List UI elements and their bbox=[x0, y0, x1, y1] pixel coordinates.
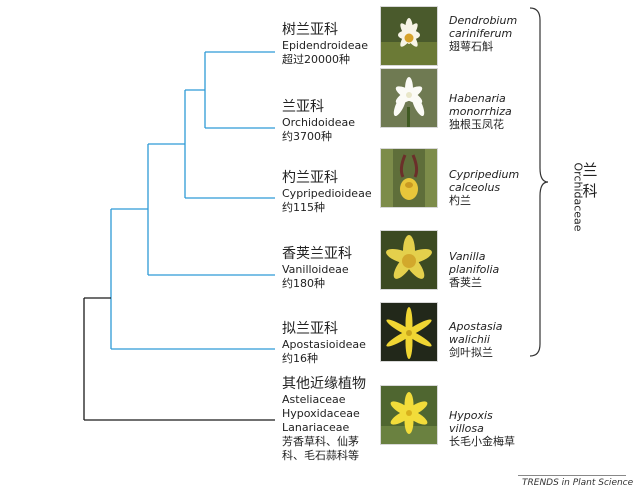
outgroup-label: 其他近缘植物 Asteliaceae Hypoxidaceae Lanariac… bbox=[282, 376, 382, 463]
species-name-zh: 剑叶拟兰 bbox=[449, 346, 493, 359]
species-count: 超过20000种 bbox=[282, 53, 350, 66]
species-epithet: walichii bbox=[449, 333, 490, 346]
species-label-cypripedium: Cypripedium calceolus 杓兰 bbox=[449, 168, 539, 207]
family-name-latin: Orchidaceae bbox=[571, 162, 585, 232]
outgroup-family: 芳香草科、仙茅 bbox=[282, 435, 359, 448]
outgroup-name-zh: 其他近缘植物 bbox=[282, 376, 366, 392]
species-epithet: cariniferum bbox=[449, 27, 513, 40]
species-label-habenaria: Habenaria monorrhiza 独根玉凤花 bbox=[449, 92, 539, 131]
outgroup-branches bbox=[83, 297, 275, 421]
species-epithet: monorrhiza bbox=[449, 105, 512, 118]
clade-label-apostasioideae: 拟兰亚科 Apostasioideae 约16种 bbox=[282, 321, 382, 366]
species-name-zh: 长毛小金梅草 bbox=[449, 435, 515, 448]
species-count: 约180种 bbox=[282, 277, 325, 290]
source-divider bbox=[518, 475, 626, 476]
clade-name-latin: Cypripedioideae bbox=[282, 187, 372, 200]
outgroup-family: Asteliaceae bbox=[282, 393, 346, 406]
photo-dendrobium bbox=[380, 6, 438, 66]
species-epithet: planifolia bbox=[449, 263, 500, 276]
clade-label-cypripedioideae: 杓兰亚科 Cypripedioideae 约115种 bbox=[282, 170, 382, 215]
photo-apostasia bbox=[380, 302, 438, 362]
family-brace bbox=[529, 7, 549, 357]
clade-name-latin: Vanilloideae bbox=[282, 263, 349, 276]
species-genus: Dendrobium bbox=[449, 14, 518, 27]
species-genus: Hypoxis bbox=[449, 409, 493, 422]
species-genus: Apostasia bbox=[449, 320, 503, 333]
species-genus: Cypripedium bbox=[449, 168, 520, 181]
photo-vanilla bbox=[380, 230, 438, 290]
species-genus: Habenaria bbox=[449, 92, 506, 105]
species-name-zh: 翅萼石斛 bbox=[449, 40, 493, 53]
clade-name-zh: 兰亚科 bbox=[282, 99, 324, 115]
clade-name-latin: Epidendroideae bbox=[282, 39, 369, 52]
family-name-zh: 兰 科 bbox=[582, 160, 598, 202]
family-name-zh-char: 兰 bbox=[582, 161, 598, 179]
species-name-zh: 独根玉凤花 bbox=[449, 118, 504, 131]
species-genus: Vanilla bbox=[449, 250, 486, 263]
species-count: 约16种 bbox=[282, 352, 318, 365]
species-label-apostasia: Apostasia walichii 剑叶拟兰 bbox=[449, 320, 539, 359]
species-label-hypoxis: Hypoxis villosa 长毛小金梅草 bbox=[449, 409, 539, 448]
photo-habenaria bbox=[380, 68, 438, 128]
clade-label-epidendroideae: 树兰亚科 Epidendroideae 超过20000种 bbox=[282, 22, 382, 67]
clade-label-orchidoideae: 兰亚科 Orchidoideae 约3700种 bbox=[282, 99, 382, 144]
orchidaceae-branches bbox=[110, 51, 275, 350]
clade-name-zh: 树兰亚科 bbox=[282, 22, 338, 38]
species-name-zh: 杓兰 bbox=[449, 194, 471, 207]
clade-name-latin: Apostasioideae bbox=[282, 338, 366, 351]
species-count: 约3700种 bbox=[282, 130, 332, 143]
family-name-zh-char: 科 bbox=[582, 182, 598, 200]
clade-name-zh: 香荚兰亚科 bbox=[282, 246, 352, 262]
species-label-vanilla: Vanilla planifolia 香荚兰 bbox=[449, 250, 539, 289]
outgroup-family: Lanariaceae bbox=[282, 421, 350, 434]
photo-cypripedium bbox=[380, 148, 438, 208]
species-epithet: calceolus bbox=[449, 181, 501, 194]
species-count: 约115种 bbox=[282, 201, 325, 214]
species-label-dendrobium: Dendrobium cariniferum 翅萼石斛 bbox=[449, 14, 539, 53]
clade-name-zh: 拟兰亚科 bbox=[282, 321, 338, 337]
source-credit: TRENDS in Plant Science bbox=[522, 478, 634, 488]
clade-name-latin: Orchidoideae bbox=[282, 116, 356, 129]
outgroup-family: 科、毛石蒜科等 bbox=[282, 449, 359, 462]
species-epithet: villosa bbox=[449, 422, 484, 435]
outgroup-family: Hypoxidaceae bbox=[282, 407, 360, 420]
clade-label-vanilloideae: 香荚兰亚科 Vanilloideae 约180种 bbox=[282, 246, 382, 291]
species-name-zh: 香荚兰 bbox=[449, 276, 482, 289]
photo-hypoxis bbox=[380, 385, 438, 445]
clade-name-zh: 杓兰亚科 bbox=[282, 170, 338, 186]
